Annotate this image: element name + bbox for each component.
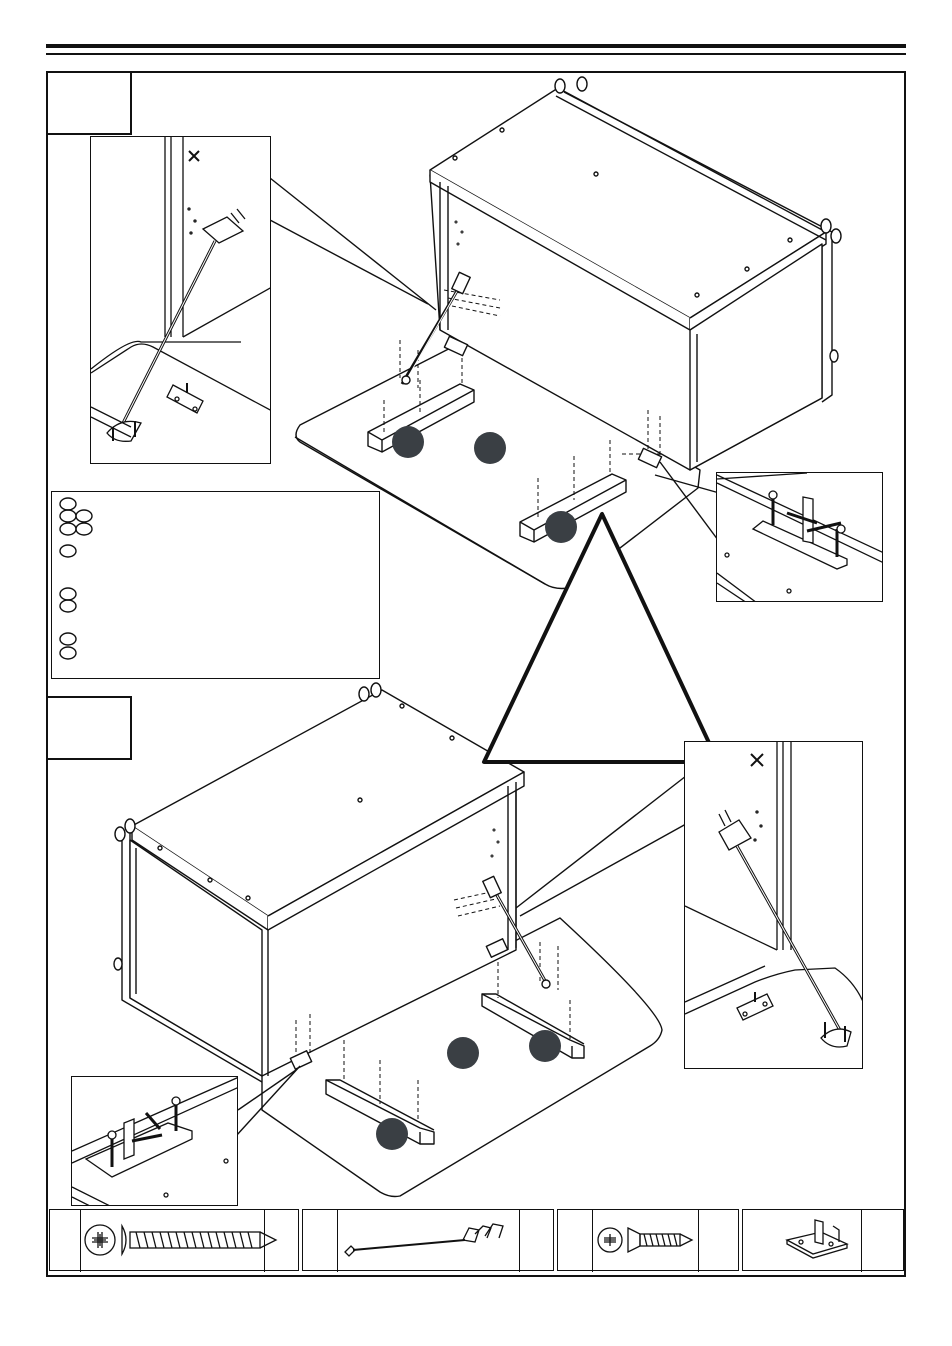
parts-strip — [46, 1209, 906, 1273]
gas-lift-stay-icon — [344, 1223, 504, 1257]
part-cell-flap-hinge — [742, 1209, 904, 1272]
warning-triangle-icon — [482, 512, 720, 764]
detail-gas-stay-lower — [684, 741, 863, 1069]
header-rule-thick — [46, 44, 906, 48]
flap-hinge-icon — [785, 1219, 849, 1259]
part-cell-gas-stay — [302, 1209, 554, 1272]
qty-cell-2b — [519, 1210, 520, 1272]
pan-head-screw-icon — [84, 1223, 278, 1257]
detail-hinge-lower-drawing — [72, 1077, 237, 1205]
qty-cell-4 — [861, 1210, 862, 1272]
countersunk-screw-icon — [597, 1226, 694, 1254]
instruction-frame — [46, 71, 906, 1277]
part-markers — [376, 426, 577, 1150]
detail-gas-stay-lower-drawing — [685, 742, 862, 1048]
qty-cell-3 — [592, 1210, 593, 1272]
part-cell-countersunk-screw — [557, 1209, 739, 1272]
cabinet-lower — [113, 682, 687, 1198]
part-cell-pan-head-screw — [49, 1209, 299, 1272]
detail-gas-stay-upper — [90, 136, 271, 464]
step-number-box-2 — [46, 696, 132, 760]
step-number-box-1 — [46, 71, 132, 135]
qty-cell-3b — [698, 1210, 699, 1272]
qty-cell-2 — [337, 1210, 338, 1272]
qty-cell-1b — [264, 1210, 265, 1272]
header-rule-thin — [46, 53, 906, 55]
detail-hinge-lower — [71, 1076, 238, 1206]
qty-cell-1 — [80, 1210, 81, 1272]
quantity-legend — [51, 491, 380, 679]
detail-hinge-upper-drawing — [717, 473, 882, 601]
detail-hinge-upper — [716, 472, 883, 602]
detail-gas-stay-upper-drawing — [91, 137, 270, 442]
legend-circles — [59, 497, 93, 660]
